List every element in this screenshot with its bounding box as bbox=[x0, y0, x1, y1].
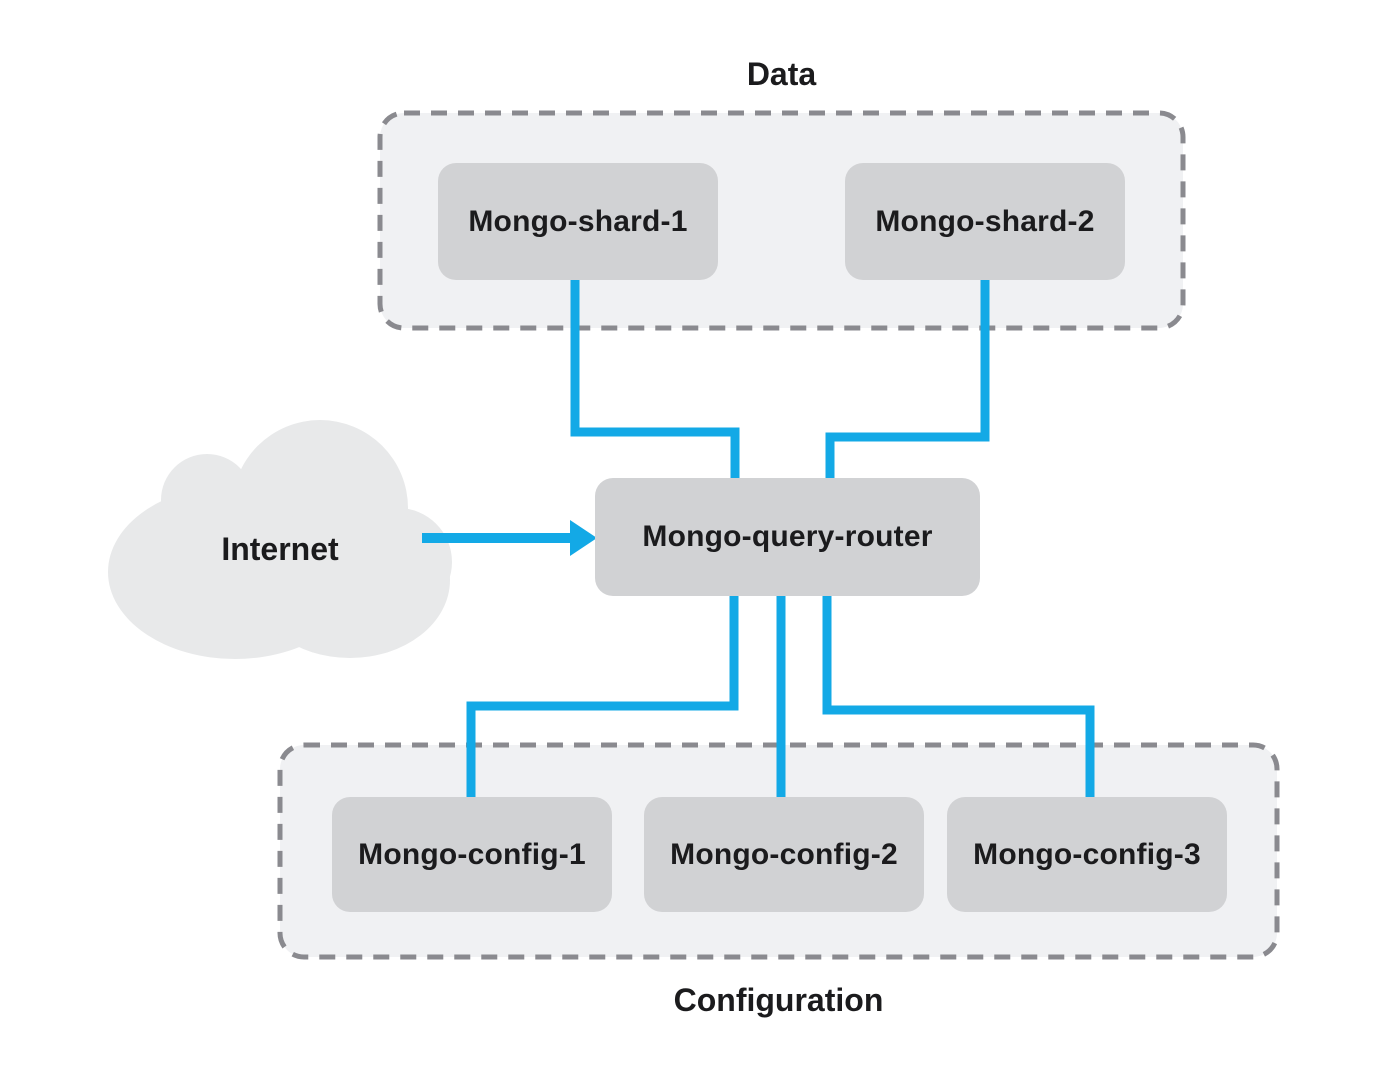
mongo-config-3-node: Mongo-config-3 bbox=[947, 797, 1227, 912]
connector-shard2-router bbox=[825, 280, 990, 480]
mongo-config-1-node: Mongo-config-1 bbox=[332, 797, 612, 912]
connector-shard1-router bbox=[570, 280, 740, 480]
internet-cloud-label: Internet bbox=[221, 531, 339, 567]
internet-cloud-icon bbox=[108, 420, 452, 659]
data-group-title: Data bbox=[746, 56, 817, 92]
connector-router-config3 bbox=[822, 595, 1095, 798]
internet-to-router-arrow-icon bbox=[422, 520, 597, 556]
configuration-group-title: Configuration bbox=[673, 982, 884, 1018]
connector-router-config1 bbox=[466, 595, 739, 798]
mongo-config-2-node: Mongo-config-2 bbox=[644, 797, 924, 912]
mongo-query-router-node: Mongo-query-router bbox=[595, 478, 980, 596]
mongo-shard-1-node: Mongo-shard-1 bbox=[438, 163, 718, 280]
mongo-shard-2-node: Mongo-shard-2 bbox=[845, 163, 1125, 280]
